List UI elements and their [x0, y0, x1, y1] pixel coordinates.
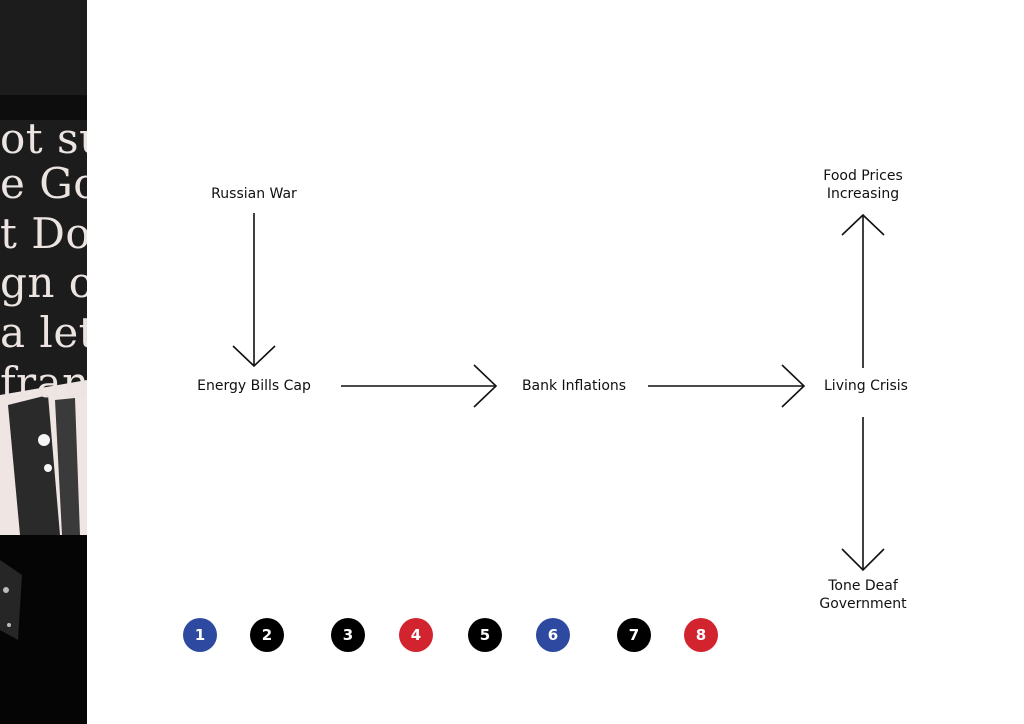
- arrow-bank-inflations-to-living-crisis: [648, 364, 806, 408]
- page-badge-2[interactable]: 2: [250, 618, 284, 652]
- collage-text-line: franc: [0, 358, 87, 407]
- node-bank-inflations: Bank Inflations: [521, 378, 627, 394]
- collage-graphic: [0, 0, 87, 724]
- arrow-living-crisis-to-tone-deaf: [841, 417, 885, 572]
- collage-text-line: t Dov: [0, 209, 87, 258]
- page-badge-5[interactable]: 5: [468, 618, 502, 652]
- page-badge-1[interactable]: 1: [183, 618, 217, 652]
- collage-text-line: e Gov: [0, 159, 87, 208]
- collage-image-strip: ot su e Gov t Dov gn of a a lett franc: [0, 0, 87, 724]
- page-badge-8[interactable]: 8: [684, 618, 718, 652]
- page-badge-4[interactable]: 4: [399, 618, 433, 652]
- node-tone-deaf-government: Tone Deaf Government: [819, 578, 907, 612]
- arrow-energy-bills-cap-to-bank-inflations: [341, 364, 498, 408]
- arrow-russian-war-to-energy-bills-cap: [232, 213, 276, 368]
- node-energy-bills-cap: Energy Bills Cap: [197, 378, 311, 394]
- collage-text-line: gn of a: [0, 258, 87, 307]
- page-badge-7[interactable]: 7: [617, 618, 651, 652]
- page-badge-6[interactable]: 6: [536, 618, 570, 652]
- node-food-prices-increasing: Food Prices Increasing: [823, 168, 903, 202]
- node-russian-war: Russian War: [211, 186, 297, 202]
- collage-text-line: ot su: [0, 114, 87, 163]
- page-badge-3[interactable]: 3: [331, 618, 365, 652]
- arrow-living-crisis-to-food-prices: [841, 213, 885, 368]
- node-living-crisis: Living Crisis: [824, 378, 908, 394]
- collage-text-line: a lett: [0, 308, 87, 357]
